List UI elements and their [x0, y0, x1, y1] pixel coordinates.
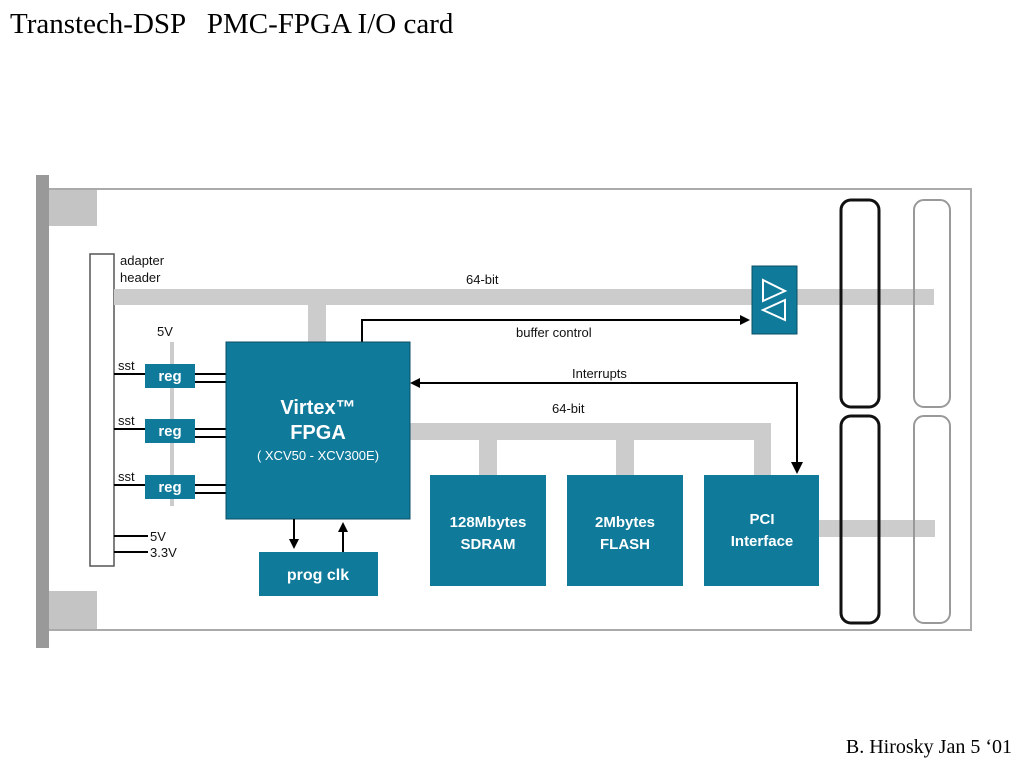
bus-stub-fpga — [308, 305, 326, 342]
sdram-label-1: 128Mbytes — [450, 514, 527, 531]
slide-footer: B. Hirosky Jan 5 ‘01 — [845, 736, 1012, 758]
connector-j1-upper — [839, 198, 881, 409]
reg-block-1 — [145, 364, 195, 388]
bus-64bit-top-label: 64-bit — [466, 272, 499, 287]
fpga-block — [225, 341, 411, 520]
bus-stub-sdram — [479, 440, 497, 475]
reg-block-3 — [145, 475, 195, 499]
reg-label-3: reg — [158, 479, 181, 496]
bezel-tab-top — [49, 190, 97, 226]
bezel-tab-bottom — [49, 591, 97, 629]
power-5v-top-label: 5V — [157, 324, 173, 339]
pci-interface-block — [704, 475, 819, 586]
sdram-block — [430, 475, 546, 586]
bus-64bit-top — [114, 289, 934, 305]
fpga-label-1: Virtex™ — [280, 397, 355, 419]
sst-label-1: sst — [118, 358, 135, 373]
adapter-header-label-2: header — [120, 270, 161, 285]
bus-pci-connector — [819, 520, 935, 537]
fpga-label-3: ( XCV50 - XCV300E) — [257, 448, 379, 463]
reg-block-2 — [145, 419, 195, 443]
reg-row-1: sst reg — [114, 358, 226, 388]
power-5v-bottom-label: 5V — [150, 529, 166, 544]
bus-drop-vertical — [754, 423, 771, 476]
power-3v3-bottom-label: 3.3V — [150, 545, 177, 560]
adapter-header-label-1: adapter — [120, 253, 165, 268]
bus-buffer-block — [751, 265, 798, 335]
progclk-block — [259, 552, 378, 596]
buffer-left-triangle-icon — [760, 298, 786, 322]
slide-title: Transtech-DSP PMC-FPGA I/O card — [10, 8, 454, 40]
connector-j2-lower — [913, 415, 951, 624]
bus-64bit-lower — [410, 423, 771, 440]
progclk-label: prog clk — [287, 567, 349, 584]
reg-label-1: reg — [158, 368, 181, 385]
adapter-header — [89, 253, 115, 567]
reg-label-2: reg — [158, 423, 181, 440]
buffer-right-triangle-icon — [762, 278, 788, 303]
connector-j2-upper — [913, 199, 951, 408]
reg-row-3: sst reg — [114, 469, 226, 499]
front-bezel — [36, 175, 49, 648]
buffer-control-arrow — [361, 315, 750, 342]
sdram-label-2: SDRAM — [461, 536, 516, 553]
flash-label-1: 2Mbytes — [595, 514, 655, 531]
buffer-control-label: buffer control — [516, 325, 592, 340]
interrupts-arrow-head-pci — [791, 462, 803, 474]
interrupts-label: Interrupts — [572, 366, 627, 381]
connector-j1-lower — [839, 414, 881, 625]
interrupts-arrow — [410, 378, 798, 472]
pci-label-2: Interface — [731, 533, 794, 550]
sst-label-3: sst — [118, 469, 135, 484]
flash-block — [567, 475, 683, 586]
sst-label-2: sst — [118, 413, 135, 428]
fpga-label-2: FPGA — [290, 422, 346, 444]
bus-64bit-lower-label: 64-bit — [552, 401, 585, 416]
reg-row-2: sst reg — [114, 413, 226, 443]
flash-label-2: FLASH — [600, 536, 650, 553]
bus-stub-flash — [616, 440, 634, 475]
pci-label-1: PCI — [749, 511, 774, 528]
